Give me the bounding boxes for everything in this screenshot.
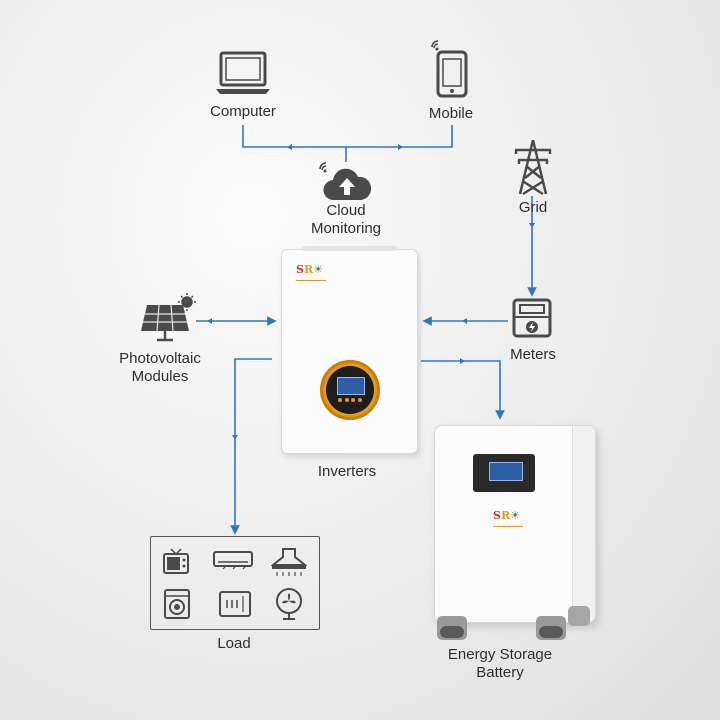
tv-icon [163, 548, 189, 574]
wire-computer [242, 125, 346, 148]
battery-wheel-right [536, 616, 566, 640]
laptop-icon [216, 51, 270, 94]
battery-display-panel [473, 454, 535, 492]
wifi-icon [431, 40, 439, 51]
battery-side-panel [572, 426, 595, 622]
wire-mobile [346, 125, 453, 148]
battery-label-line1: Energy Storage [447, 646, 553, 663]
battery-wheel-left [437, 616, 467, 640]
inverter-display-ring [320, 360, 380, 420]
inverter-side-rail [417, 335, 421, 365]
inverter-screen [337, 377, 365, 395]
grid-label: Grid [518, 199, 548, 216]
inverter: SR☀ [281, 246, 421, 454]
phone-icon [436, 50, 468, 98]
microwave-icon [219, 591, 251, 617]
pv-label-line2: Modules [131, 368, 189, 385]
air-conditioner-icon [213, 551, 253, 570]
wire-inverter-load [230, 358, 272, 535]
battery-label-line2: Battery [476, 664, 524, 681]
inverters-label: Inverters [317, 463, 377, 480]
load-label: Load [217, 635, 251, 652]
washing-machine-icon [164, 589, 190, 619]
battery-screen [489, 462, 523, 481]
energy-storage-battery: SR☀ [434, 425, 596, 623]
mobile-label: Mobile [428, 105, 474, 122]
load-box [150, 536, 320, 630]
range-hood-icon [271, 548, 307, 576]
cloud-label-line1: Cloud [326, 202, 366, 219]
wifi-icon [319, 162, 327, 173]
inverter-top-bracket [302, 246, 397, 251]
solar-panel-icon [141, 293, 196, 342]
pv-label-line1: Photovoltaic [119, 350, 201, 367]
battery-brand-logo: SR☀ [493, 510, 527, 532]
meters-label: Meters [510, 346, 556, 363]
computer-label: Computer [210, 103, 276, 120]
inverter-brand-logo: SR☀ [296, 264, 330, 286]
cloud-upload-icon [323, 168, 372, 201]
meter-icon [512, 298, 552, 338]
pylon-icon [514, 139, 552, 196]
cloud-label-line2: Monitoring [310, 220, 382, 237]
fan-icon [276, 588, 302, 620]
wire-inverter-battery [420, 360, 505, 420]
battery-wheel-back [568, 606, 590, 626]
